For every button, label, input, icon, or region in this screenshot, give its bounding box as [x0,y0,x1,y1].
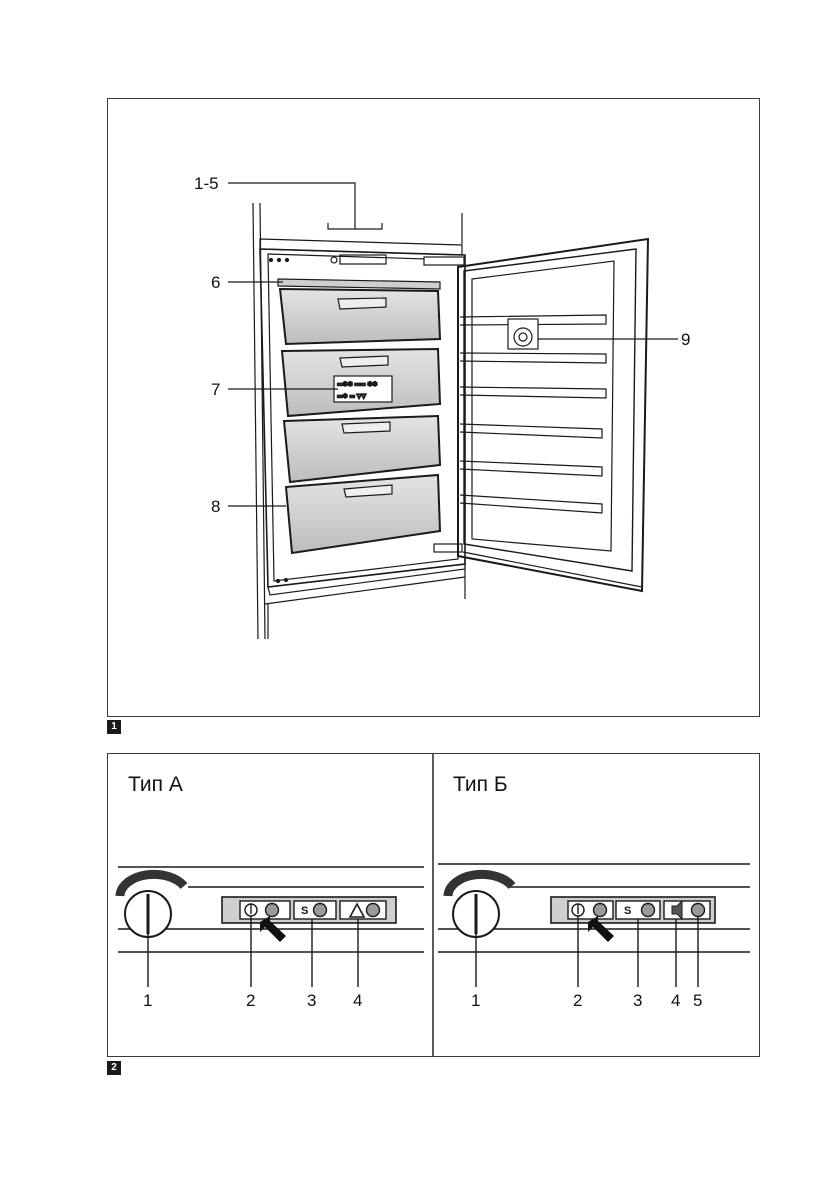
type-b-callout-3: 3 [633,991,642,1010]
type-a-callout-2: 2 [246,991,255,1010]
type-b-alarm-indicator [690,902,706,918]
type-b-callout-4: 4 [671,991,680,1010]
type-a-title: Тип А [128,773,183,796]
figure-2-control-panels: Тип А Тип Б S S 1 2 3 4 1 2 3 4 5 [107,753,760,1057]
svg-text:▭❄ ▭ ▽▽: ▭❄ ▭ ▽▽ [337,393,366,400]
type-b-power-indicator [592,902,608,918]
type-a-alarm-indicator [365,902,381,918]
type-a-callout-4: 4 [353,991,362,1010]
type-a-callout-3: 3 [307,991,316,1010]
svg-text:▭✲✲ ▭▭ ✲✲: ▭✲✲ ▭▭ ✲✲ [337,381,377,388]
glass-shelf [277,278,441,290]
type-a-supercool-indicator [312,902,328,918]
type-b-s-label: S [624,905,631,917]
drawer-1 [278,287,442,346]
type-b-callout-2: 2 [573,991,582,1010]
door-thermostat [507,318,539,350]
type-a-s-label: S [301,905,308,917]
control-panel-illustration: Тип А Тип Б S S 1 2 3 4 1 2 3 4 5 [115,754,750,1056]
callout-7: 7 [211,380,220,399]
control-strip [339,254,387,265]
type-a-callout-1: 1 [143,991,152,1010]
figure-2-number: 2 [107,1061,121,1075]
drawer-2: ▭✲✲ ▭▭ ✲✲ ▭❄ ▭ ▽▽ [280,347,442,418]
type-b-supercool-indicator [640,902,656,918]
type-b-callout-1: 1 [471,991,480,1010]
type-a-alarm-icon [348,902,366,918]
figure-1-number: 1 [107,720,121,734]
type-a-panel [115,866,424,987]
callout-8: 8 [211,497,220,516]
type-b-callout-5: 5 [693,991,702,1010]
type-b-alarm-off-icon [671,899,683,921]
type-a-power-indicator [264,902,280,918]
drawer-4 [284,473,442,555]
drawer-3 [282,414,442,484]
figure-1-freezer-diagram: ▭✲✲ ▭▭ ✲✲ ▭❄ ▭ ▽▽ [107,98,760,717]
freezing-label-plate [333,375,393,403]
type-b-title: Тип Б [453,773,508,796]
callout-9: 9 [681,330,690,349]
freezer-door [457,237,650,593]
callout-6: 6 [211,273,220,292]
freezer-illustration: ▭✲✲ ▭▭ ✲✲ ▭❄ ▭ ▽▽ [194,174,690,640]
type-b-panel [438,863,750,987]
callout-1-5: 1-5 [194,174,219,193]
